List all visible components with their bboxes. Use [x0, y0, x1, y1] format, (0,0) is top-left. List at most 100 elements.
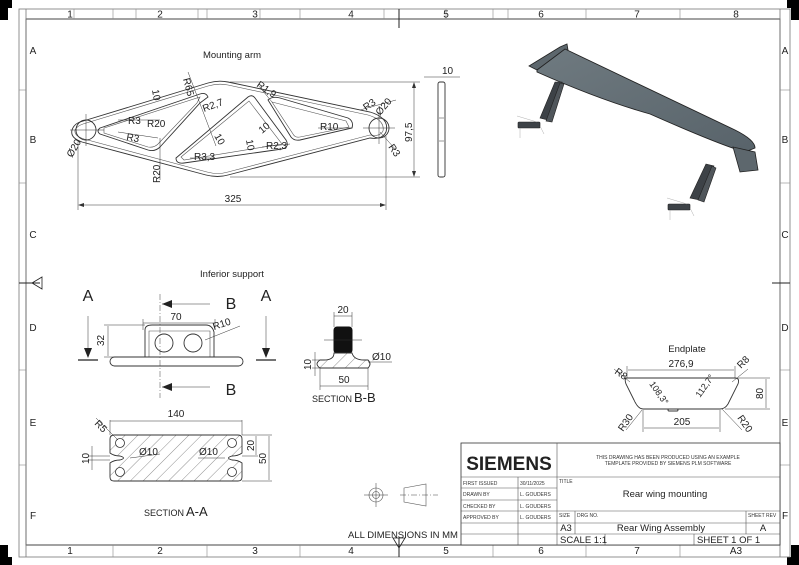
section-letter: B — [226, 296, 237, 313]
dim-label: 276,9 — [668, 359, 693, 370]
row-label: C — [29, 230, 36, 241]
col-label: 2 — [157, 10, 163, 21]
dim-label: 10 — [257, 120, 273, 136]
dim-label: 32 — [96, 334, 107, 346]
drawn-by-label: DRAWN BY — [463, 492, 490, 498]
dim-label: Ø10 — [139, 447, 158, 458]
col-label: 4 — [348, 10, 354, 21]
dim-label: R20 — [147, 119, 166, 130]
dim-label: R2,3 — [266, 141, 288, 152]
col-label: A3 — [730, 546, 743, 557]
dimensions-note: ALL DIMENSIONS IN MM — [348, 530, 458, 541]
sheet-rev-label: SHEET REV — [748, 513, 777, 519]
section-aa-view: 140 R5 Ø10 Ø10 10 20 50 SECTION A-A — [81, 409, 272, 519]
drg-no-label: DRG NO. — [577, 513, 598, 519]
dim-label: 20 — [246, 439, 257, 451]
row-label: E — [782, 418, 789, 429]
dim-label: 205 — [674, 417, 691, 428]
isometric-view — [516, 43, 759, 220]
disclaimer-text: THIS DRAWING HAS BEEN PRODUCED USING AN … — [596, 455, 740, 461]
dim-label: Ø20 — [65, 137, 84, 159]
dim-label: 140 — [168, 409, 185, 420]
row-label: F — [782, 511, 788, 522]
row-label: C — [781, 230, 788, 241]
col-label: 6 — [538, 10, 544, 21]
title-block: SIEMENS THIS DRAWING HAS BEEN PRODUCED U… — [460, 442, 781, 546]
dim-label: 325 — [225, 194, 242, 205]
orientation-arrow-left — [31, 276, 43, 290]
dim-label: 50 — [338, 375, 350, 386]
col-label: 5 — [443, 546, 449, 557]
section-label-letters: A-A — [186, 504, 208, 519]
col-label: 4 — [348, 546, 354, 557]
dim-label: 10 — [211, 132, 226, 148]
col-label: 8 — [733, 10, 739, 21]
col-label: 7 — [634, 10, 640, 21]
approved-by-label: APPROVED BY — [463, 515, 500, 521]
section-letter: A — [261, 288, 272, 305]
arm-side-view — [437, 81, 446, 178]
checked-by-value: L. GOUDERS — [520, 504, 552, 510]
section-bb-view: 20 Ø10 10 50 SECTION B-B — [303, 305, 392, 405]
endplate-view: Endplate 276,9 R8 R8 108,3° 112,7° R30 R… — [612, 344, 770, 435]
dim-label: 10 — [442, 66, 454, 77]
row-label: B — [782, 135, 789, 146]
row-label: D — [781, 323, 788, 334]
col-label: 7 — [634, 546, 640, 557]
dim-label: R10 — [320, 122, 339, 133]
dim-label: R20 — [735, 413, 755, 435]
checked-by-label: CHECKED BY — [463, 504, 496, 510]
col-label: 3 — [252, 546, 258, 557]
title-label: TITLE — [559, 479, 573, 485]
row-label: D — [29, 323, 36, 334]
size-value: A3 — [560, 523, 572, 534]
projection-symbol — [364, 483, 438, 507]
dim-label: Ø20 — [374, 96, 395, 118]
dim-label: R3 — [386, 142, 403, 159]
siemens-logo: SIEMENS — [466, 454, 552, 475]
dim-label: R30 — [616, 412, 636, 434]
dim-label: 20 — [337, 305, 349, 316]
dim-label: 108,3° — [647, 379, 670, 406]
section-label-prefix: SECTION — [312, 394, 352, 404]
dim-label: 80 — [755, 387, 766, 399]
dim-label: R5 — [92, 418, 109, 435]
scale-value: SCALE 1:1 — [560, 535, 607, 546]
view-title: Endplate — [668, 344, 706, 355]
col-label: 1 — [67, 10, 73, 21]
sheet-rev-value: A — [760, 523, 767, 534]
row-label: B — [30, 135, 37, 146]
dim-label: 112,7° — [693, 372, 716, 399]
dim-label: 97,5 — [404, 122, 415, 142]
orientation-arrow-bottom — [392, 537, 406, 549]
dim-label: 10 — [149, 89, 162, 102]
col-label: 3 — [252, 10, 258, 21]
dim-label: R3 — [125, 132, 140, 145]
inferior-support-view: Inferior support A A B B 70 R10 32 — [78, 269, 276, 399]
first-issued-value: 30/11/2025 — [520, 481, 545, 487]
col-label: 2 — [157, 546, 163, 557]
dim-label: 10 — [81, 452, 92, 464]
col-label: 6 — [538, 546, 544, 557]
dim-label: R20 — [152, 164, 163, 183]
row-label: A — [782, 46, 789, 57]
approved-by-value: L. GOUDERS — [520, 515, 552, 521]
dim-label: R8 — [735, 354, 752, 371]
row-label: F — [30, 511, 36, 522]
section-label-prefix: SECTION — [144, 508, 184, 518]
section-letter: B — [226, 382, 237, 399]
col-label: 5 — [443, 10, 449, 21]
row-label: E — [30, 418, 37, 429]
drawn-by-value: L. GOUDERS — [520, 492, 552, 498]
disclaimer-text: TEMPLATE PROVIDED BY SIEMENS PLM SOFTWAR… — [605, 461, 732, 467]
drawing-title: Rear wing mounting — [623, 489, 708, 500]
dim-label: 50 — [258, 452, 269, 464]
dim-label: Ø10 — [199, 447, 218, 458]
zone-grid — [73, 9, 509, 19]
drawing-number: Rear Wing Assembly — [617, 523, 705, 534]
dim-label: 70 — [170, 312, 182, 323]
row-label: A — [30, 46, 37, 57]
centering-marks — [19, 9, 790, 557]
